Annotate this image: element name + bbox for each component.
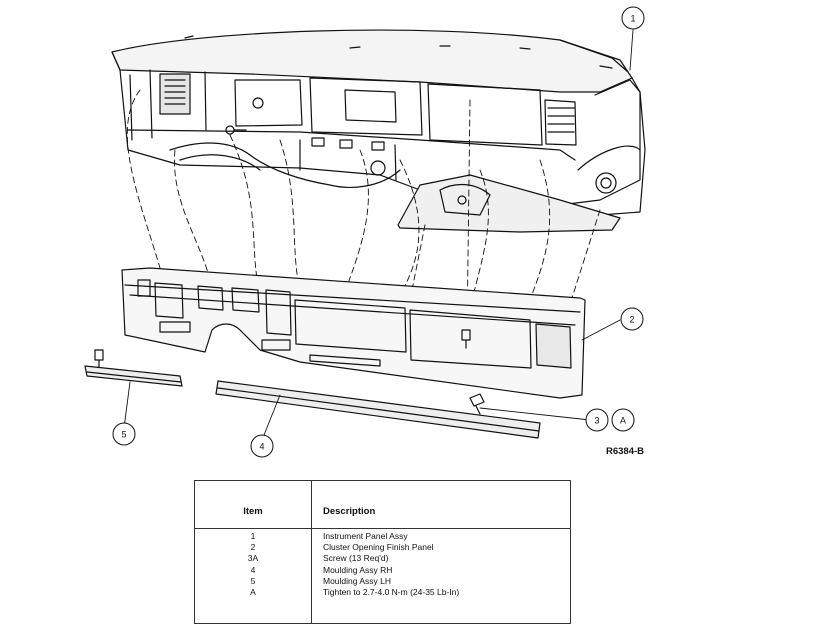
callout-5-circle — [112, 422, 136, 446]
legend-item-number: 5 — [250, 575, 256, 586]
legend-row: 2 Cluster Opening Finish Panel — [195, 542, 570, 553]
legend-item-description: Instrument Panel Assy — [323, 531, 408, 541]
callout-1-circle — [621, 6, 645, 30]
callout-2-circle — [620, 307, 644, 331]
legend-header-item: Item — [243, 506, 263, 517]
legend-item-description: Screw (13 Req'd) — [323, 553, 389, 564]
callout-4-circle — [250, 434, 274, 458]
legend-row: A Tighten to 2.7-4.0 N-m (24-35 Lb-In) — [195, 587, 570, 598]
legend-header-divider — [195, 528, 570, 529]
legend-rows: 1 Instrument Panel Assy 2 Cluster Openin… — [195, 531, 570, 598]
instrument-panel-assy — [111, 29, 646, 233]
moulding-assy-lh — [84, 365, 183, 387]
legend-row: 3A Screw (13 Req'd) — [195, 553, 570, 564]
moulding-assy-rh — [215, 380, 541, 439]
screw-icons — [94, 125, 485, 415]
legend-item-number: 3A — [247, 553, 259, 564]
legend-item-number: A — [250, 586, 256, 597]
callout-3: 3 — [594, 416, 599, 426]
callout-2: 2 — [629, 315, 634, 325]
callout-a: A — [620, 416, 626, 426]
callout-3-circle — [585, 408, 609, 432]
legend-item-number: 1 — [250, 531, 256, 541]
legend-header-description: Description — [323, 506, 376, 517]
legend-item-description: Cluster Opening Finish Panel — [323, 542, 434, 553]
legend-item-number: 2 — [250, 542, 256, 553]
legend-item-description: Moulding Assy LH — [323, 575, 392, 586]
callout-1: 1 — [630, 14, 635, 24]
legend-row: 5 Moulding Assy LH — [195, 576, 570, 587]
legend-row: 4 Moulding Assy RH — [195, 565, 570, 576]
legend-row: 1 Instrument Panel Assy — [195, 531, 570, 542]
leader-lines — [123, 29, 634, 441]
callout-5: 5 — [121, 430, 126, 440]
figure-code: R6384-B — [606, 446, 645, 457]
exploded-view-diagram: 1 2 3 A 4 5 — [84, 6, 646, 458]
callout-4: 4 — [259, 442, 264, 452]
legend-item-description: Moulding Assy RH — [323, 564, 393, 575]
legend-item-description: Tighten to 2.7-4.0 N-m (24-35 Lb-In) — [323, 586, 460, 597]
legend-item-number: 4 — [250, 564, 256, 575]
cluster-opening-finish-panel — [121, 267, 586, 399]
callout-a-circle — [611, 408, 635, 432]
legend-table: Item Description 1 Instrument Panel Assy… — [194, 480, 571, 624]
legend-column-divider — [311, 481, 312, 623]
